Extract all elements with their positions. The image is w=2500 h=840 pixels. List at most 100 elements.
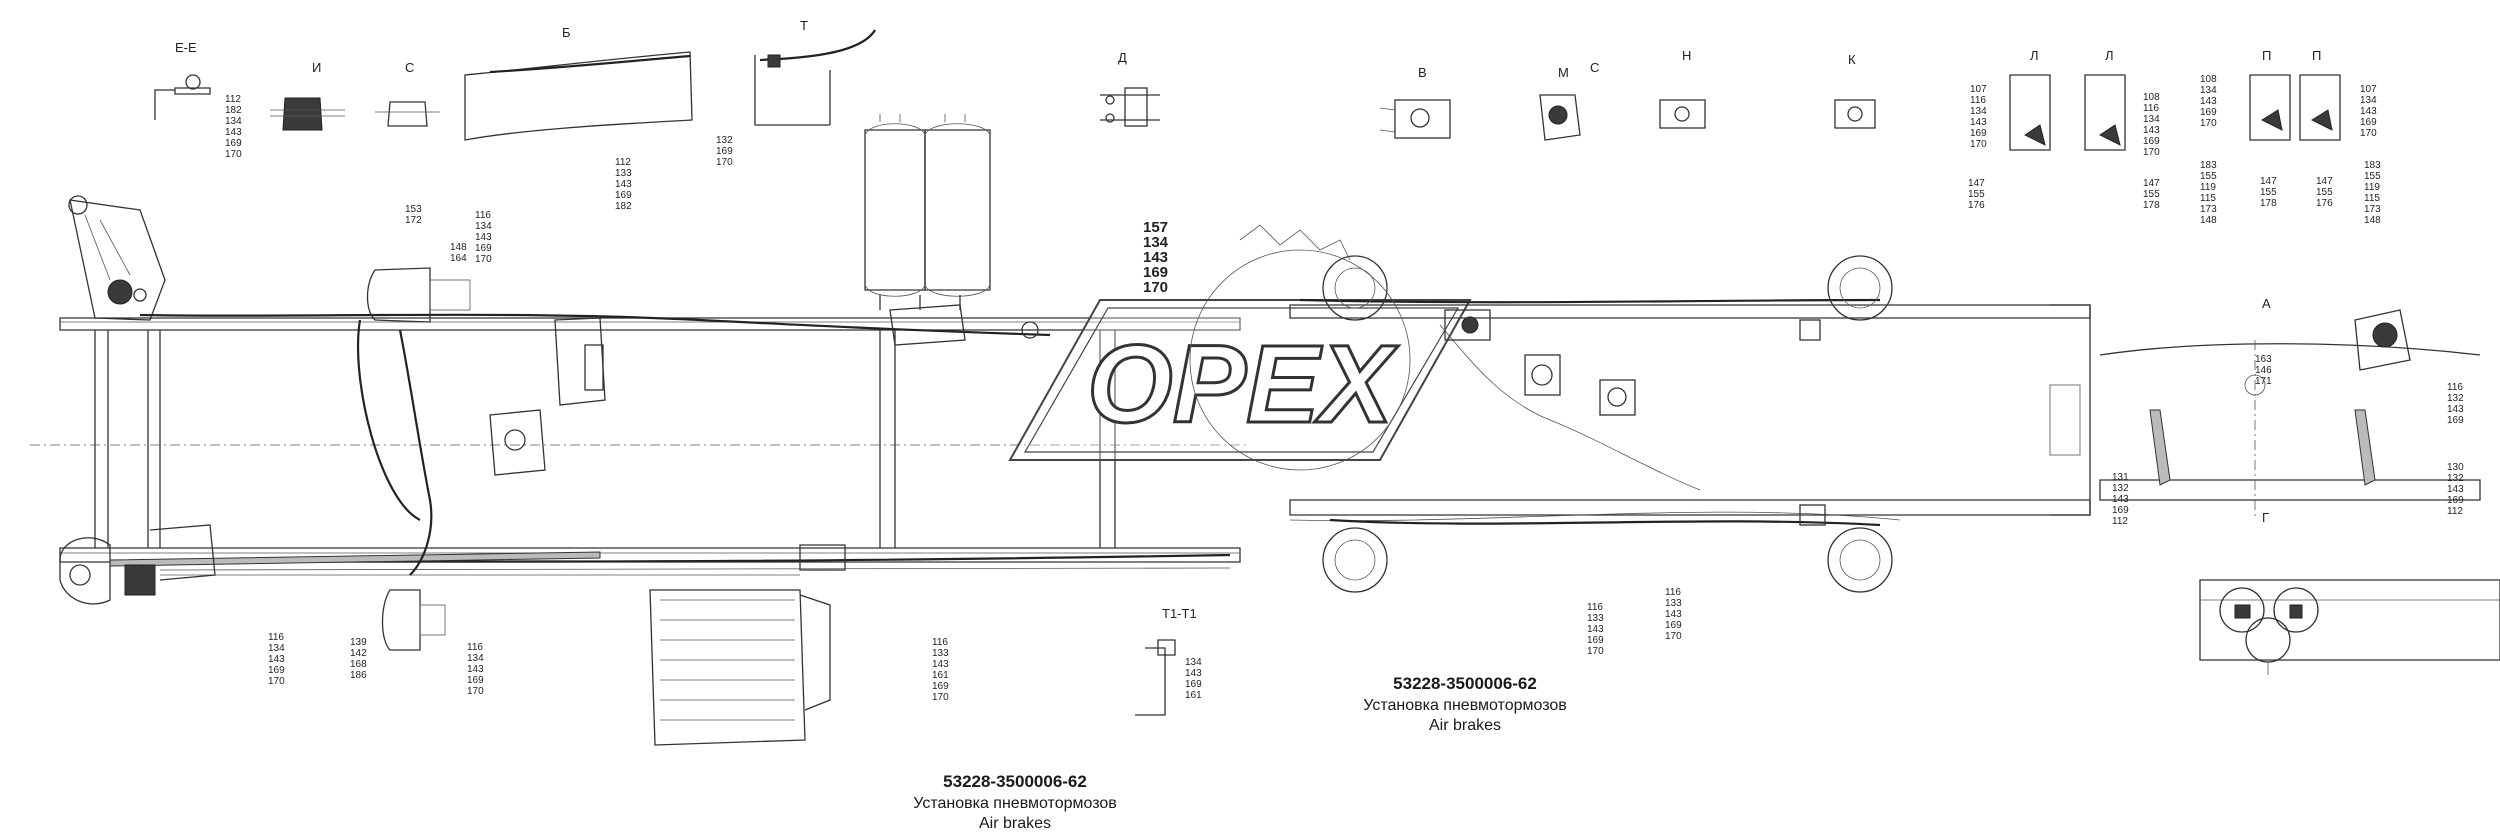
label-a: А bbox=[2262, 296, 2271, 311]
callout-number: 133 bbox=[1587, 613, 1604, 624]
callout-number: 169 bbox=[2447, 415, 2464, 426]
callout-number: 147 bbox=[2316, 176, 2333, 187]
callout-number: 155 bbox=[2364, 171, 2381, 182]
callout-number: 169 bbox=[1185, 679, 1202, 690]
caption-left-ru: Установка пневмотормозов bbox=[913, 795, 1117, 812]
callout-number: 171 bbox=[2255, 376, 2272, 387]
callout-number: 132 bbox=[2447, 393, 2464, 404]
callout-number: 161 bbox=[1185, 690, 1202, 701]
label-i: И bbox=[312, 60, 321, 75]
callout-number: 178 bbox=[2260, 198, 2277, 209]
callout-number: 147 bbox=[2260, 176, 2277, 187]
callout-number: 134 bbox=[2360, 95, 2377, 106]
callout-number: 134 bbox=[225, 116, 242, 127]
callout-number: 142 bbox=[350, 648, 367, 659]
callout-number: 169 bbox=[2143, 136, 2160, 147]
label-l1: Л bbox=[2030, 48, 2039, 63]
label-t: Т bbox=[800, 18, 808, 33]
callout-number: 170 bbox=[268, 676, 285, 687]
callout-number: 116 bbox=[2143, 103, 2159, 114]
callout-number: 176 bbox=[1968, 200, 1985, 211]
callout-number: 131 bbox=[2112, 472, 2129, 483]
callout-number: 143 bbox=[2112, 494, 2129, 505]
callout-number: 182 bbox=[225, 105, 242, 116]
label-t1t1: Т1-Т1 bbox=[1162, 606, 1197, 621]
callout-number: 134 bbox=[475, 221, 492, 232]
caption-left: 53228-3500006-62 Установка пневмотормозо… bbox=[805, 772, 1225, 833]
callout-number: 108 bbox=[2200, 74, 2217, 85]
watermark-logo: OPEX bbox=[1008, 299, 1472, 461]
callout-number: 170 bbox=[932, 692, 949, 703]
callout-number: 143 bbox=[1143, 249, 1168, 266]
label-s: С bbox=[405, 60, 414, 75]
callout-number: 119 bbox=[2364, 182, 2380, 193]
callout-number: 143 bbox=[1587, 624, 1604, 635]
caption-left-en: Air brakes bbox=[978, 815, 1052, 832]
callout-number: 107 bbox=[2360, 84, 2377, 95]
callout-number: 139 bbox=[350, 637, 367, 648]
callout-number: 143 bbox=[467, 664, 484, 675]
callout-number: 143 bbox=[2143, 125, 2160, 136]
callout-number: 169 bbox=[2112, 505, 2129, 516]
label-ee: Е-Е bbox=[175, 40, 197, 55]
callout-number: 143 bbox=[268, 654, 285, 665]
callout-number: 108 bbox=[2143, 92, 2160, 103]
callout-number: 169 bbox=[1970, 128, 1987, 139]
callout-number: 133 bbox=[615, 168, 632, 179]
callout-number: 170 bbox=[1665, 631, 1682, 642]
callout-number: 173 bbox=[2364, 204, 2381, 215]
callout-number: 143 bbox=[932, 659, 949, 670]
callout-number: 112 bbox=[2112, 516, 2128, 527]
callout-number: 107 bbox=[1970, 84, 1987, 95]
callout-number: 143 bbox=[1970, 117, 1987, 128]
label-b: Б bbox=[562, 25, 571, 40]
callout-number: 170 bbox=[475, 254, 492, 265]
caption-right-en: Air brakes bbox=[1428, 717, 1502, 734]
callout-number: 115 bbox=[2364, 193, 2380, 204]
callout-number: 172 bbox=[405, 215, 422, 226]
label-p2: П bbox=[2312, 48, 2321, 63]
callout-number: 132 bbox=[2447, 473, 2464, 484]
callout-number: 170 bbox=[2143, 147, 2160, 158]
callout-number: 170 bbox=[1143, 279, 1168, 296]
label-v: В bbox=[1418, 65, 1427, 80]
callout-number: 148 bbox=[2364, 215, 2381, 226]
label-g: Г bbox=[2262, 510, 2269, 525]
callout-number: 134 bbox=[2143, 114, 2160, 125]
callout-number: 134 bbox=[1143, 234, 1169, 251]
callout-number: 112 bbox=[615, 157, 631, 168]
callout-number: 143 bbox=[475, 232, 492, 243]
callout-number: 116 bbox=[1587, 602, 1603, 613]
callout-number: 132 bbox=[716, 135, 733, 146]
callout-number: 143 bbox=[2200, 96, 2217, 107]
callout-number: 161 bbox=[932, 670, 949, 681]
callout-number: 148 bbox=[2200, 215, 2217, 226]
callout-number: 169 bbox=[475, 243, 492, 254]
callout-number: 146 bbox=[2255, 365, 2272, 376]
label-k: К bbox=[1848, 52, 1856, 67]
callout-number: 134 bbox=[268, 643, 285, 654]
callout-number: 169 bbox=[2200, 107, 2217, 118]
callout-number: 169 bbox=[932, 681, 949, 692]
callout-number: 168 bbox=[350, 659, 367, 670]
caption-right-code: 53228-3500006-62 bbox=[1393, 674, 1537, 693]
callout-number: 169 bbox=[2360, 117, 2377, 128]
callout-number: 170 bbox=[225, 149, 242, 160]
